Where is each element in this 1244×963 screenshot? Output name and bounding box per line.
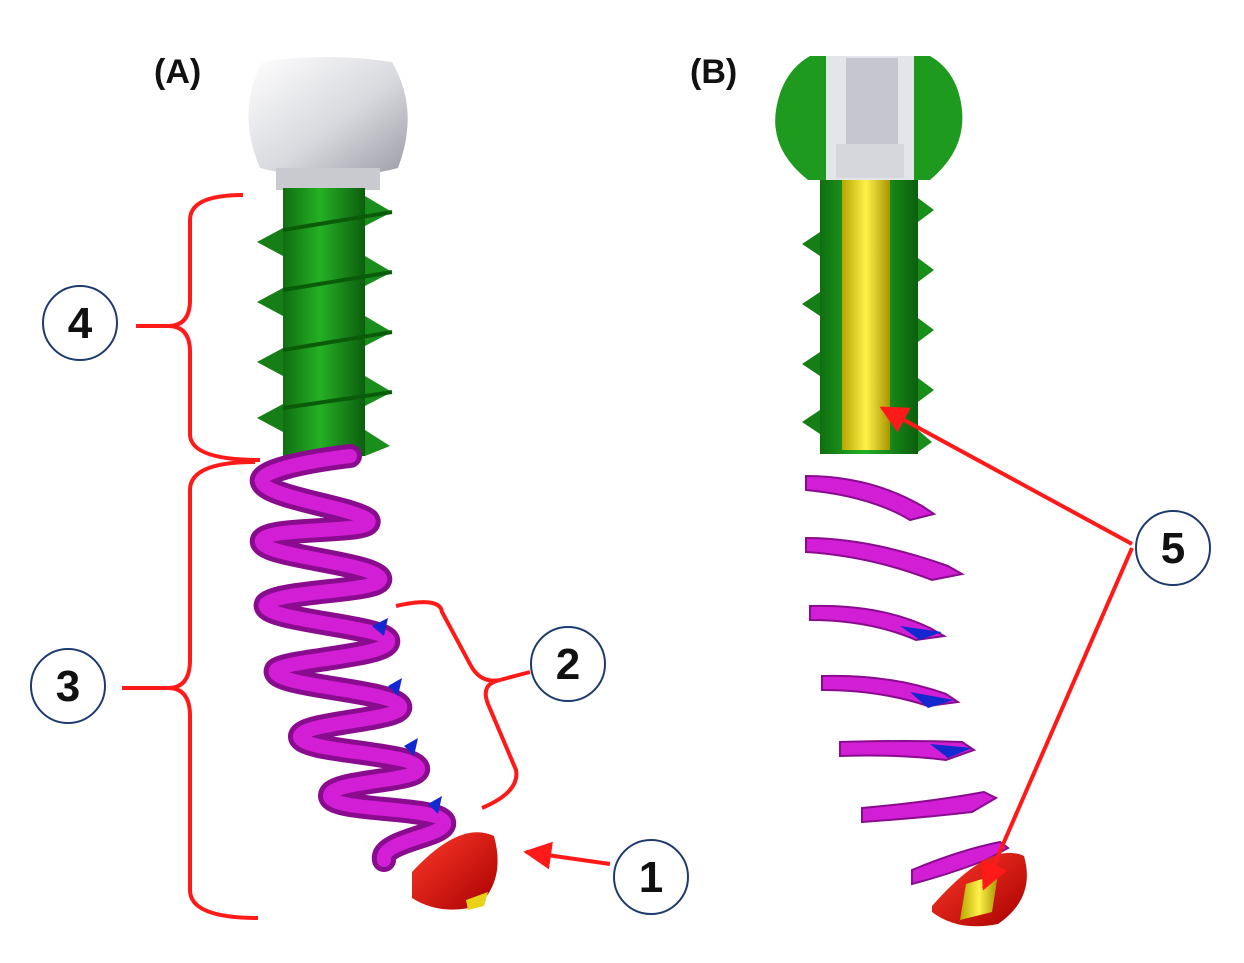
- callout-5-label: 5: [1161, 524, 1185, 573]
- panel-label-b: (B): [690, 53, 737, 91]
- coil-spring-a: [249, 444, 456, 872]
- callout-4-label: 4: [68, 299, 93, 348]
- callout-1-label: 1: [639, 853, 663, 902]
- arrow-5-lower: [981, 547, 1134, 891]
- tip-cap-a: [412, 832, 498, 910]
- arrow-1: [523, 841, 611, 870]
- panel-label-a: (A): [154, 53, 201, 91]
- callout-5-circle: [1135, 510, 1211, 586]
- coil-segments-b: [805, 474, 1010, 886]
- head-section-b: [775, 56, 963, 180]
- inner-channel-b: [842, 180, 890, 450]
- callout-4-circle: [42, 285, 118, 361]
- head-sphere-a: [248, 57, 408, 190]
- threaded-section-a: [257, 188, 393, 456]
- callout-1-circle: [613, 839, 689, 915]
- bracket-4: [167, 193, 261, 462]
- coil-edges-b: [900, 626, 972, 758]
- callout-3-circle: [30, 648, 106, 724]
- callout-2-circle: [530, 626, 606, 702]
- leader-2: [499, 670, 531, 682]
- bracket-3: [167, 460, 259, 920]
- threaded-section-b: [802, 180, 934, 454]
- callout-2-label: 2: [556, 640, 580, 689]
- arrow-5-upper: [879, 406, 1133, 546]
- callout-3-label: 3: [56, 662, 80, 711]
